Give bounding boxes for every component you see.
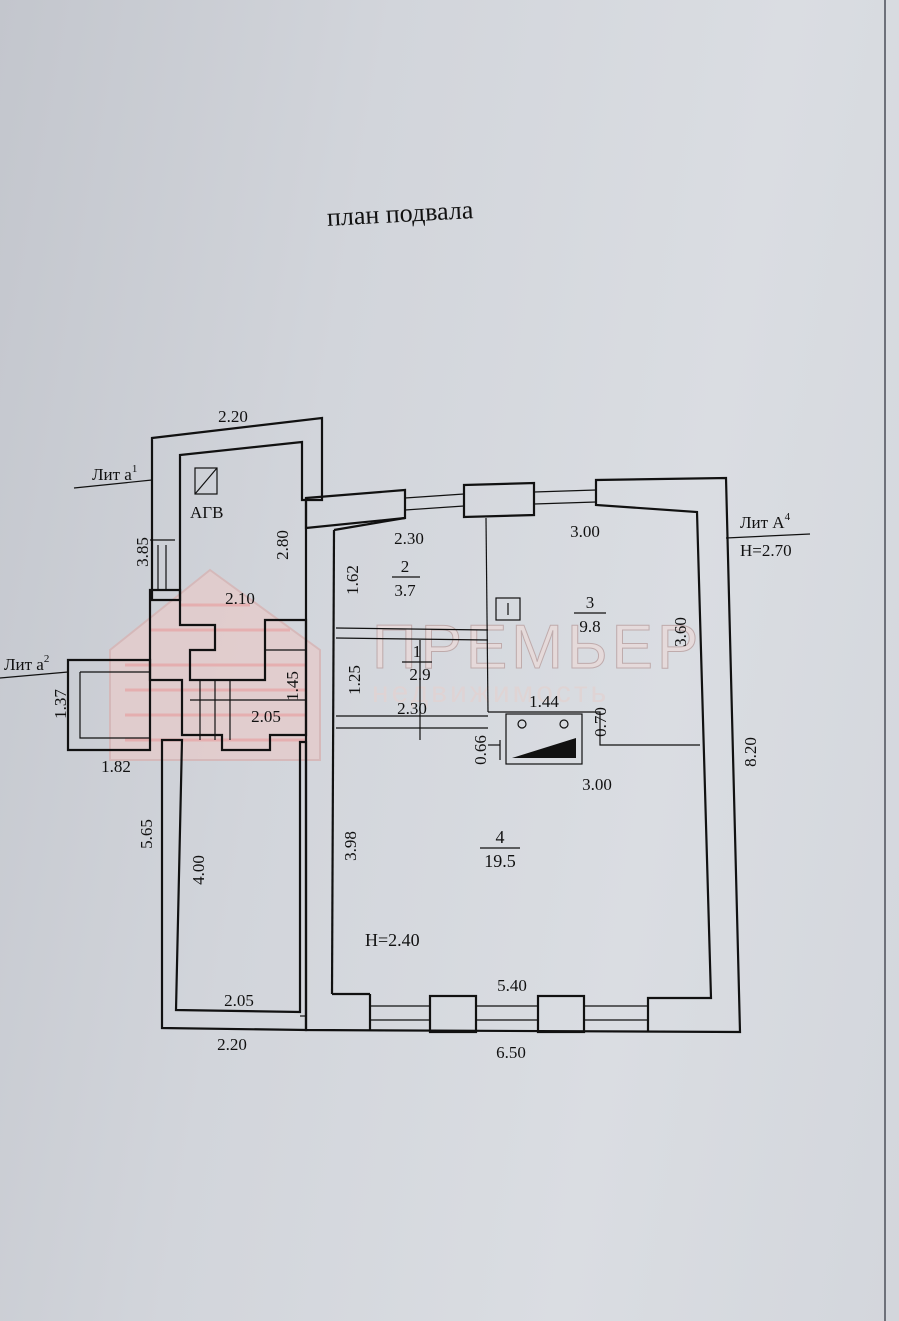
boiler-icon <box>194 467 218 495</box>
margin-line <box>884 0 886 1321</box>
dim-main-total-width: 6.50 <box>496 1043 526 1062</box>
svg-text:19.5: 19.5 <box>484 851 516 871</box>
equipment-icon <box>495 597 521 621</box>
walls <box>66 416 742 1034</box>
dim-niche-height-right: 0.70 <box>591 707 610 737</box>
svg-text:2.9: 2.9 <box>409 665 430 684</box>
dim-room4-bottom-width: 5.40 <box>497 976 527 995</box>
dim-lower-annex-bottom: 2.20 <box>217 1035 247 1054</box>
plan-title: план подвала <box>326 195 474 232</box>
labels: Лит а1 Лит а2 Лит А4 Н=2.70 Н=2.40 АГВ <box>0 463 811 950</box>
watermark: ПРЕМЬЕР недвижимость <box>109 568 702 761</box>
dim-niche-height-left: 0.66 <box>471 735 490 765</box>
lit-A4-label: Лит А4 <box>740 511 791 532</box>
stove-icon <box>512 738 576 758</box>
dim-lower-annex-inner: 4.00 <box>189 855 208 885</box>
dim-annex-inner-width: 2.10 <box>225 589 255 608</box>
dim-annex-left-height: 3.85 <box>133 537 152 567</box>
room-2: 2 3.7 <box>392 557 420 600</box>
dim-room3-width: 3.00 <box>570 522 600 541</box>
dim-niche-width: 1.44 <box>529 692 559 711</box>
room-1: 1 2.9 <box>402 642 432 684</box>
dim-stair-height: 1.45 <box>283 671 302 701</box>
svg-text:1: 1 <box>413 642 422 661</box>
dim-room4-height: 3.98 <box>341 831 360 861</box>
dim-room2-height: 1.62 <box>343 565 362 595</box>
lit-a2-label: Лит а2 <box>4 653 49 674</box>
watermark-brand: ПРЕМЬЕР <box>372 613 702 682</box>
dim-room1-height: 1.25 <box>345 665 364 695</box>
dim-annex-inner-height: 2.80 <box>273 530 292 560</box>
dimensions: 2.20 3.85 2.80 2.10 1.45 2.05 1.37 1.82 … <box>51 407 760 1062</box>
room-4: 4 19.5 <box>480 827 520 871</box>
svg-text:4: 4 <box>496 827 505 847</box>
dim-lower-annex-left: 5.65 <box>137 819 156 849</box>
dim-porch-height: 1.37 <box>51 689 70 719</box>
svg-text:3: 3 <box>586 593 595 612</box>
dim-lower-annex-bottom-inner: 2.05 <box>224 991 254 1010</box>
dim-porch-width: 1.82 <box>101 757 131 776</box>
svg-text:2: 2 <box>401 557 410 576</box>
svg-text:9.8: 9.8 <box>579 617 600 636</box>
watermark-sub: недвижимость <box>372 676 609 709</box>
dim-stair-width: 2.05 <box>251 707 281 726</box>
dim-main-total-height: 8.20 <box>741 737 760 767</box>
dim-room4-top-width: 3.00 <box>582 775 612 794</box>
room-3: 3 9.8 <box>574 593 606 636</box>
dim-room3-height: 3.60 <box>671 617 690 647</box>
lit-a1-label: Лит а1 <box>92 463 137 484</box>
room-labels: 2 3.7 1 2.9 3 9.8 4 19.5 <box>392 557 606 871</box>
dim-top-annex-width: 2.20 <box>218 407 248 426</box>
agv-label: АГВ <box>190 503 223 522</box>
svg-text:3.7: 3.7 <box>394 581 416 600</box>
dim-room2-width: 2.30 <box>394 529 424 548</box>
height-basement-label: Н=2.40 <box>365 930 420 950</box>
dim-room1-width: 2.30 <box>397 699 427 718</box>
height-main-label: Н=2.70 <box>740 541 792 560</box>
